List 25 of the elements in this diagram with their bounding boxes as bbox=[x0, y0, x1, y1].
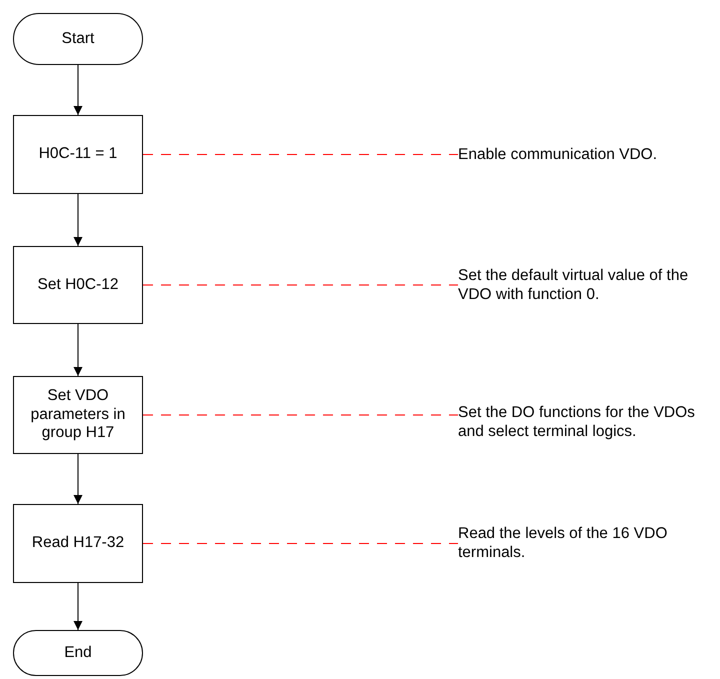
dashed-connector bbox=[142, 284, 458, 286]
arrow bbox=[74, 582, 82, 630]
note-text: Read the levels of the 16 VDO terminals. bbox=[458, 525, 668, 563]
process-box bbox=[13, 376, 143, 454]
process-box bbox=[13, 246, 143, 324]
step-label: End bbox=[64, 644, 92, 662]
dashed-connector bbox=[142, 154, 458, 155]
note-text: Set the DO functions for the VDOs and select terminal logics. bbox=[458, 404, 696, 442]
arrow bbox=[74, 324, 82, 376]
process-box bbox=[13, 115, 143, 194]
note-text: Set the default virtual value of the VDO with function 0. bbox=[458, 267, 690, 305]
arrow bbox=[74, 454, 82, 504]
arrow bbox=[74, 64, 82, 116]
step-label: H0C-11 = 1 bbox=[38, 145, 118, 164]
step-label: Set VDO parameters in group H17 bbox=[30, 387, 126, 443]
terminator-shape bbox=[13, 13, 143, 65]
process-box bbox=[13, 504, 143, 583]
step-label: Read H17-32 bbox=[32, 534, 124, 553]
step-label: Set H0C-12 bbox=[38, 276, 118, 294]
terminator-shape bbox=[13, 630, 143, 676]
arrow bbox=[74, 194, 82, 246]
note-text: Enable communication VDO. bbox=[458, 146, 658, 164]
dashed-connector bbox=[142, 543, 458, 544]
dashed-connector bbox=[142, 414, 458, 416]
step-label: Start bbox=[62, 30, 94, 48]
